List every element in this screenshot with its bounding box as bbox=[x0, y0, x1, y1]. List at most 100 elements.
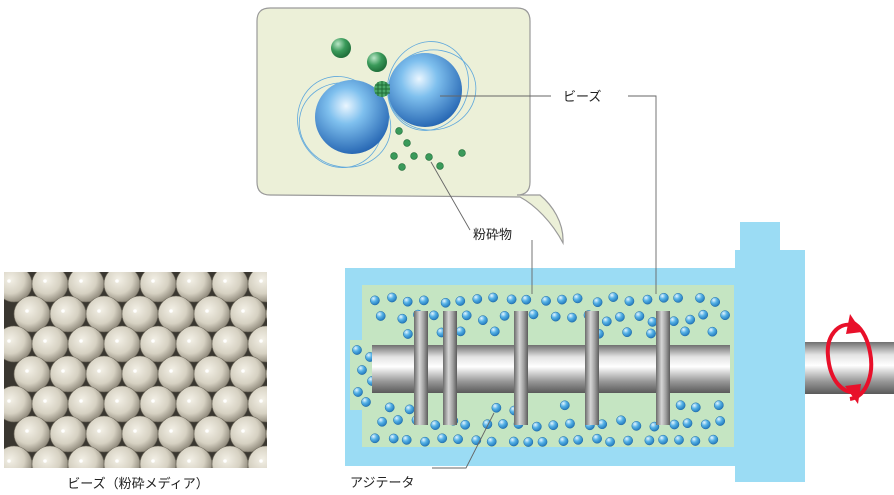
photo-bead bbox=[31, 445, 69, 468]
bead-small bbox=[668, 316, 679, 327]
photo-bead bbox=[284, 326, 320, 362]
photo-bead bbox=[265, 367, 267, 381]
photo-bead-highlight bbox=[187, 459, 191, 463]
photo-bead-highlight bbox=[61, 369, 65, 373]
bead-small bbox=[700, 419, 711, 430]
bead-small bbox=[565, 418, 575, 429]
rotation-arrow-icon bbox=[825, 314, 874, 404]
photo-bead bbox=[4, 445, 33, 468]
magnified-inset bbox=[256, 7, 564, 246]
photo-bead-highlight bbox=[61, 309, 65, 313]
photo-bead-highlight bbox=[259, 459, 263, 463]
crushed-leader-inset bbox=[430, 161, 471, 231]
bead-small bbox=[646, 328, 656, 339]
photo-bead-highlight bbox=[115, 459, 119, 463]
bead-small bbox=[559, 400, 570, 411]
bead-small bbox=[608, 292, 619, 302]
bead-small bbox=[675, 400, 686, 411]
photo-bead-highlight bbox=[169, 429, 173, 433]
bead-small bbox=[695, 293, 705, 303]
agitator-blade bbox=[656, 311, 670, 425]
bead-small bbox=[685, 314, 696, 325]
photo-bead-highlight bbox=[223, 399, 227, 403]
bead-small bbox=[482, 419, 493, 430]
bead-small bbox=[523, 437, 534, 447]
photo-bead bbox=[211, 445, 249, 468]
photo-bead bbox=[302, 356, 338, 392]
bead-small bbox=[401, 435, 412, 445]
bead-small bbox=[642, 294, 653, 305]
bead-small bbox=[370, 295, 380, 306]
photo-bead-highlight bbox=[43, 339, 47, 343]
photo-bead-highlight bbox=[7, 339, 11, 343]
photo-bead-highlight bbox=[205, 369, 209, 373]
photo-bead-highlight bbox=[313, 369, 317, 373]
bead-small bbox=[420, 436, 430, 447]
bead-small bbox=[601, 316, 612, 327]
photo-bead-highlight bbox=[313, 309, 317, 313]
crushed-particle bbox=[331, 38, 351, 58]
photo-bead-highlight bbox=[187, 339, 191, 343]
bead-small bbox=[352, 345, 362, 355]
photo-bead-highlight bbox=[79, 339, 83, 343]
bead-small bbox=[658, 434, 668, 445]
bead-small bbox=[498, 419, 508, 429]
photo-bead-highlight bbox=[79, 399, 83, 403]
bead-small bbox=[521, 294, 532, 305]
bead-large bbox=[388, 53, 462, 127]
label-agitator: アジテータ bbox=[350, 476, 414, 491]
bead-small bbox=[397, 313, 408, 324]
bead-small bbox=[486, 436, 497, 447]
photo-bead-highlight bbox=[79, 459, 83, 463]
photo-bead bbox=[265, 307, 267, 321]
bead-small bbox=[393, 415, 403, 425]
photo-bead-highlight bbox=[25, 429, 29, 433]
photo-bead-highlight bbox=[151, 399, 155, 403]
bead-small bbox=[506, 294, 517, 305]
bead-small bbox=[572, 293, 583, 304]
photo-bead bbox=[302, 296, 338, 332]
bead-small bbox=[690, 436, 701, 446]
bead-small bbox=[592, 433, 602, 444]
agitator-blade bbox=[514, 311, 528, 425]
photo-bead bbox=[247, 272, 267, 303]
bead-small bbox=[471, 435, 482, 446]
photo-bead-highlight bbox=[295, 399, 299, 403]
photo-bead-highlight bbox=[25, 369, 29, 373]
bead-small bbox=[437, 433, 448, 444]
photo-bead-highlight bbox=[43, 459, 47, 463]
label-beads: ビーズ bbox=[563, 89, 601, 105]
bead-small bbox=[647, 317, 658, 327]
bead-small bbox=[616, 415, 626, 426]
photo-bead-highlight bbox=[205, 429, 209, 433]
bead-small bbox=[592, 297, 603, 308]
photo-bead-highlight bbox=[295, 339, 299, 343]
crushed-cluster bbox=[374, 81, 390, 97]
bead-small bbox=[453, 434, 463, 445]
bead-small bbox=[455, 326, 466, 337]
bead-small bbox=[573, 435, 584, 445]
bead-small bbox=[720, 310, 730, 321]
agitator-blades bbox=[414, 311, 670, 425]
photo-bead-highlight bbox=[115, 339, 119, 343]
photo-bead-highlight bbox=[241, 429, 245, 433]
photo-bead-highlight bbox=[97, 309, 101, 313]
photo-bead-highlight bbox=[277, 369, 281, 373]
photo-bead bbox=[284, 266, 320, 302]
crushed-fragment bbox=[403, 139, 411, 147]
label-crushed: 粉砕物 bbox=[473, 228, 512, 243]
bead-small bbox=[537, 437, 548, 447]
crushed-fragment bbox=[410, 152, 418, 160]
bead-small bbox=[353, 387, 363, 397]
bead-small bbox=[680, 326, 690, 337]
bead-small bbox=[710, 297, 721, 307]
bead-small bbox=[375, 311, 386, 321]
crushed-fragment bbox=[425, 153, 433, 161]
photo-bead-highlight bbox=[277, 309, 281, 313]
photo-bead-highlight bbox=[223, 279, 227, 283]
photo-bead-highlight bbox=[295, 279, 299, 283]
photo-bead bbox=[265, 427, 267, 441]
photo-bead-highlight bbox=[7, 399, 11, 403]
bead-small bbox=[623, 435, 633, 446]
